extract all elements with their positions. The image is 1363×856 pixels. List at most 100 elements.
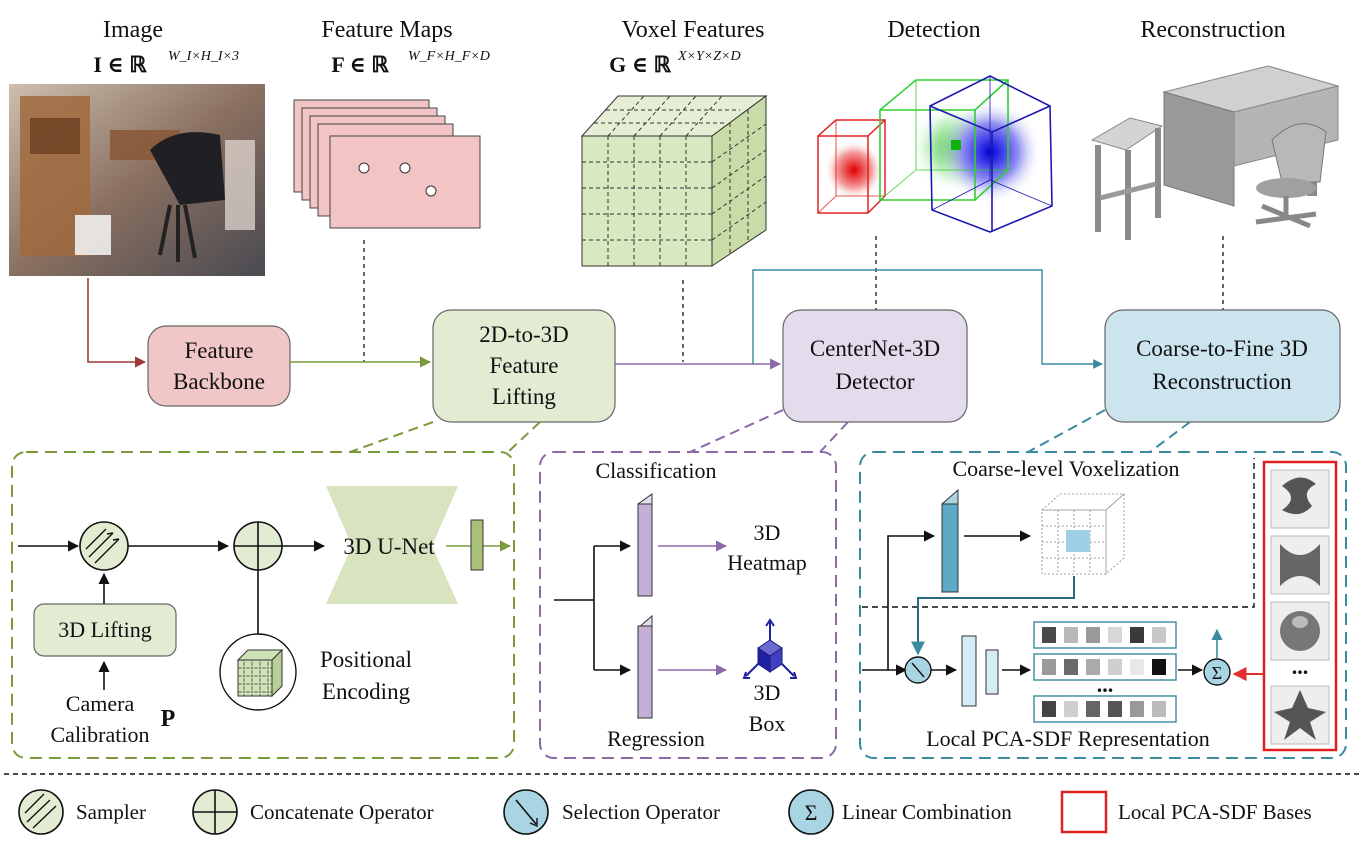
lifting-panel xyxy=(11,451,515,759)
centernet-detector-block: CenterNet-3D Detector xyxy=(782,309,968,423)
feature-maps-title: Feature Maps xyxy=(321,17,452,43)
detector-zoom-right xyxy=(819,421,849,453)
recon-zoom-right xyxy=(1149,421,1191,453)
unet-output-feature xyxy=(470,519,484,571)
coefficient-cell xyxy=(1064,701,1078,717)
basis-4 xyxy=(1270,685,1330,745)
coefficient-cell xyxy=(1108,701,1122,717)
legend-bases-label: Local PCA-SDF Bases xyxy=(1118,800,1312,824)
legend-bases-icon xyxy=(1060,790,1108,834)
heatmap-line1: 3D xyxy=(754,520,781,545)
pca-label: Local PCA-SDF Representation xyxy=(926,726,1210,751)
lifting-line2: Feature xyxy=(490,353,559,378)
feature-backbone-block: Feature Backbone xyxy=(147,325,291,407)
box-line1: 3D xyxy=(754,680,781,705)
legend-bases: Local PCA-SDF Bases xyxy=(1060,790,1312,834)
legend-sampler-icon xyxy=(18,789,64,835)
voxel-features-cube xyxy=(580,95,768,267)
mlp-layer-2 xyxy=(985,649,999,695)
coefficient-cell xyxy=(1108,627,1122,643)
coarse-label: Coarse-level Voxelization xyxy=(952,456,1179,481)
voxel-features-math: G ∈ ℝ xyxy=(609,52,671,77)
detection-visual xyxy=(817,75,1053,233)
recon-line2: Reconstruction xyxy=(1152,369,1292,394)
reg-head xyxy=(637,614,653,720)
header-voxel-features: Voxel Features G ∈ ℝ X×Y×Z×D xyxy=(609,17,764,77)
camera-line1: Camera xyxy=(66,691,135,716)
legend-selection: Selection Operator xyxy=(503,789,720,835)
coefficient-cell xyxy=(1152,659,1166,675)
header-feature-maps: Feature Maps F ∈ ℝ W_F×H_F×D xyxy=(321,17,490,77)
reconstruction-block: Coarse-to-Fine 3D Reconstruction xyxy=(1104,309,1341,423)
positional-encoding-icon xyxy=(219,633,297,711)
positional-line2: Encoding xyxy=(322,679,411,704)
unet-block: 3D U-Net xyxy=(326,486,458,604)
concat-operator-icon xyxy=(233,521,283,571)
feature-maps-stack xyxy=(293,99,481,229)
coefficient-cell xyxy=(1086,701,1100,717)
box-3d-icon xyxy=(742,618,798,679)
sampler-icon xyxy=(79,521,129,571)
sum-symbol: Σ xyxy=(1212,663,1222,683)
bases-ellipsis: ... xyxy=(1292,654,1309,679)
lifting-line1: 2D-to-3D xyxy=(479,322,568,347)
lifting-zoom-left xyxy=(349,421,434,453)
image-math: I ∈ ℝ xyxy=(93,52,147,77)
feature-lifting-block: 2D-to-3D Feature Lifting xyxy=(432,309,616,423)
voxel-features-title: Voxel Features xyxy=(622,17,765,43)
cls-head xyxy=(637,493,653,597)
illustration-connectors xyxy=(363,236,1224,362)
coefficient-cell xyxy=(1042,659,1056,675)
lifting-line3: Lifting xyxy=(492,384,556,409)
voxel-to-reconstruction-arrow xyxy=(752,269,1103,369)
reconstruction-visual xyxy=(1090,65,1340,240)
coefficient-cell xyxy=(1042,627,1056,643)
voxel-features-math-sup: X×Y×Z×D xyxy=(677,49,741,64)
pca-coefficient-cells xyxy=(1042,627,1166,717)
camera-line2: Calibration xyxy=(51,722,150,747)
heatmap-line2: Heatmap xyxy=(727,550,806,575)
feature-maps-math-sup: W_F×H_F×D xyxy=(408,49,490,64)
detection-title: Detection xyxy=(887,17,980,43)
selection-operator-icon xyxy=(904,656,932,684)
lifting-3d-box: 3D Lifting xyxy=(33,603,177,657)
legend-linear: Σ Linear Combination xyxy=(788,789,1012,835)
detector-panel xyxy=(539,451,837,759)
recon-zoom-left xyxy=(1027,409,1106,453)
image-to-backbone-arrow xyxy=(87,278,147,368)
detector-zoom-left xyxy=(689,409,784,453)
coarse-head xyxy=(941,488,959,594)
coefficient-cell xyxy=(1130,627,1144,643)
lifting-zoom-right xyxy=(507,421,541,453)
coefficient-cell xyxy=(1042,701,1056,717)
classification-label: Classification xyxy=(596,458,717,483)
box-line2: Box xyxy=(749,711,786,736)
backbone-line1: Feature xyxy=(185,338,254,363)
reconstruction-title: Reconstruction xyxy=(1140,17,1285,43)
legend-sigma-symbol: Σ xyxy=(805,800,818,825)
coefficient-cell xyxy=(1108,659,1122,675)
legend-concat: Concatenate Operator xyxy=(192,789,434,835)
legend-selection-label: Selection Operator xyxy=(562,800,720,824)
camera-symbol: P xyxy=(161,706,176,732)
coarse-voxel-grid xyxy=(1040,493,1126,575)
reconstruction-panel xyxy=(859,451,1347,759)
positional-line1: Positional xyxy=(320,647,412,672)
coeff-ellipsis: ... xyxy=(1097,672,1114,697)
legend-sampler-label: Sampler xyxy=(76,800,146,824)
detector-line1: CenterNet-3D xyxy=(810,336,940,361)
legend-sampler: Sampler xyxy=(18,789,146,835)
basis-1 xyxy=(1270,469,1330,529)
legend-sigma-icon xyxy=(788,789,834,835)
input-image xyxy=(9,84,265,276)
legend-concat-label: Concatenate Operator xyxy=(250,800,434,824)
basis-3 xyxy=(1270,601,1330,661)
to-coarse-head-arrow xyxy=(862,530,936,671)
coefficient-cell xyxy=(1086,627,1100,643)
backbone-line2: Backbone xyxy=(173,369,265,394)
lifting-3d-label: 3D Lifting xyxy=(58,617,152,642)
coefficient-cell xyxy=(1152,701,1166,717)
coefficient-cell xyxy=(1064,627,1078,643)
header-image: Image I ∈ ℝ W_I×H_I×3 xyxy=(93,17,239,77)
